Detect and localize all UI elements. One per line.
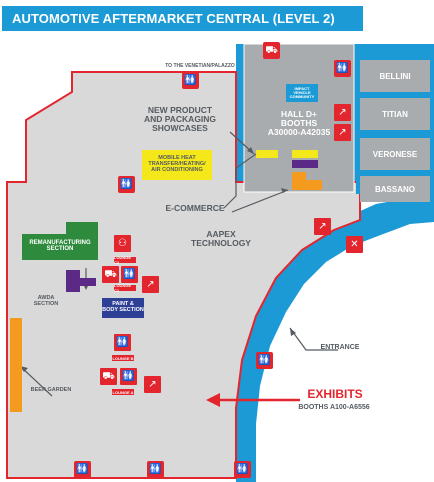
escalator-icon: ↗	[144, 376, 161, 393]
room-bellini: BELLINI	[360, 60, 430, 92]
impact-vehicle-label: IMPACT VEHICLE COMMUNITY	[289, 85, 315, 100]
paint-body-label: PAINT & BODY SECTION	[102, 301, 144, 314]
ecommerce-label: E-COMMERCE	[165, 203, 225, 213]
paint-line2: BODY SECTION	[102, 306, 144, 313]
vehicle-icon: ⛟	[100, 368, 117, 385]
vehicle-icon: ⛟	[102, 266, 119, 283]
room-titian: TITIAN	[360, 98, 430, 130]
aapex-line2: TECHNOLOGY	[191, 237, 251, 248]
reman-line1: REMANUFACTURING	[29, 240, 91, 246]
lounge-c1-label: LOUNGE C1	[114, 283, 136, 293]
paint-body-section	[102, 298, 144, 318]
lounge-a-label: LOUNGE A	[112, 389, 134, 395]
escalator-icon: ↗	[314, 218, 331, 235]
exhibits-booths-label: BOOTHS A100-A6556	[298, 404, 370, 411]
exhibits-arrow-icon	[206, 393, 300, 407]
hall-d-title: HALL D+	[281, 109, 317, 119]
beer-garden-label: BEER GARDEN	[30, 387, 72, 393]
lounge-b-label: LOUNGE B	[112, 355, 134, 361]
restroom-icon: 🚻	[147, 461, 164, 478]
escalator-icon: ↗	[334, 104, 351, 121]
aapex-label: AAPEX TECHNOLOGY	[186, 230, 256, 248]
title-bar: AUTOMOTIVE AFTERMARKET CENTRAL (LEVEL 2)	[2, 6, 363, 31]
restroom-icon: 🚻	[182, 72, 199, 89]
hall-d-range: A30000-A42035	[267, 126, 331, 137]
exhibits-label: EXHIBITS	[307, 387, 363, 401]
lounge-c2-label: LOUNGE C2	[114, 255, 136, 265]
awda-section	[66, 270, 96, 292]
reman-section	[22, 234, 98, 260]
showcase-booth-yellow	[256, 150, 278, 158]
mobile-heat-booth	[142, 150, 212, 180]
aapex-booth	[292, 172, 322, 190]
aapex-line1: AAPEX	[206, 229, 236, 239]
showcase-booth-purple	[292, 160, 318, 168]
new-product-line1: NEW PRODUCT	[147, 105, 213, 115]
restroom-icon: 🚻	[74, 461, 91, 478]
hall-d-booths: BOOTHS	[280, 117, 318, 128]
room-bassano: BASSANO	[360, 176, 430, 202]
restroom-icon: 🚻	[118, 176, 135, 193]
new-product-label: NEW PRODUCT AND PACKAGING SHOWCASES	[120, 106, 240, 133]
mobile-heat-label: MOBILE HEAT TRANSFER/HEATING/ AIR CONDIT…	[142, 155, 212, 173]
mobile-heat-line3: AIR CONDITIONING	[151, 166, 203, 173]
awda-label: AWDA SECTION	[26, 295, 66, 308]
entrance-label: ENTRANCE	[320, 344, 360, 351]
no-escalator-icon: ✕	[346, 236, 363, 253]
hall-d-label: HALL D+ BOOTHS A30000-A42035	[244, 110, 354, 137]
restroom-icon: 🚻	[114, 334, 131, 351]
vehicle-icon: ⛟	[263, 42, 280, 59]
mobile-heat-line2: TRANSFER/HEATING/	[148, 160, 206, 167]
reman-label: REMANUFACTURING SECTION	[22, 240, 98, 253]
mobile-heat-line1: MOBILE HEAT	[158, 155, 196, 161]
impact-vehicle-box: IMPACT VEHICLE COMMUNITY	[286, 84, 318, 102]
restroom-icon: ⚇	[114, 235, 131, 252]
restroom-icon: 🚻	[256, 352, 273, 369]
showcase-booth-yellow-2	[292, 150, 318, 158]
new-product-line2: AND PACKAGING	[143, 113, 217, 124]
beer-garden	[10, 318, 22, 412]
awda-line1: AWDA	[37, 295, 55, 301]
restroom-icon: 🚻	[121, 266, 138, 283]
awda-line2: SECTION	[33, 300, 59, 307]
escalator-icon: ↗	[334, 124, 351, 141]
map-title: AUTOMOTIVE AFTERMARKET CENTRAL (LEVEL 2)	[12, 11, 335, 26]
restroom-icon: 🚻	[334, 60, 351, 77]
reman-line2: SECTION	[46, 246, 74, 253]
room-veronese: VERONESE	[360, 138, 430, 170]
escalator-icon: ↗	[142, 276, 159, 293]
restroom-icon: 🚻	[234, 461, 251, 478]
paint-line1: PAINT &	[112, 301, 134, 307]
new-product-line3: SHOWCASES	[152, 122, 208, 133]
to-venetian-label: TO THE VENETIAN/PALAZZO	[165, 63, 235, 69]
restroom-icon: 🚻	[120, 368, 137, 385]
main-floor	[6, 71, 361, 479]
